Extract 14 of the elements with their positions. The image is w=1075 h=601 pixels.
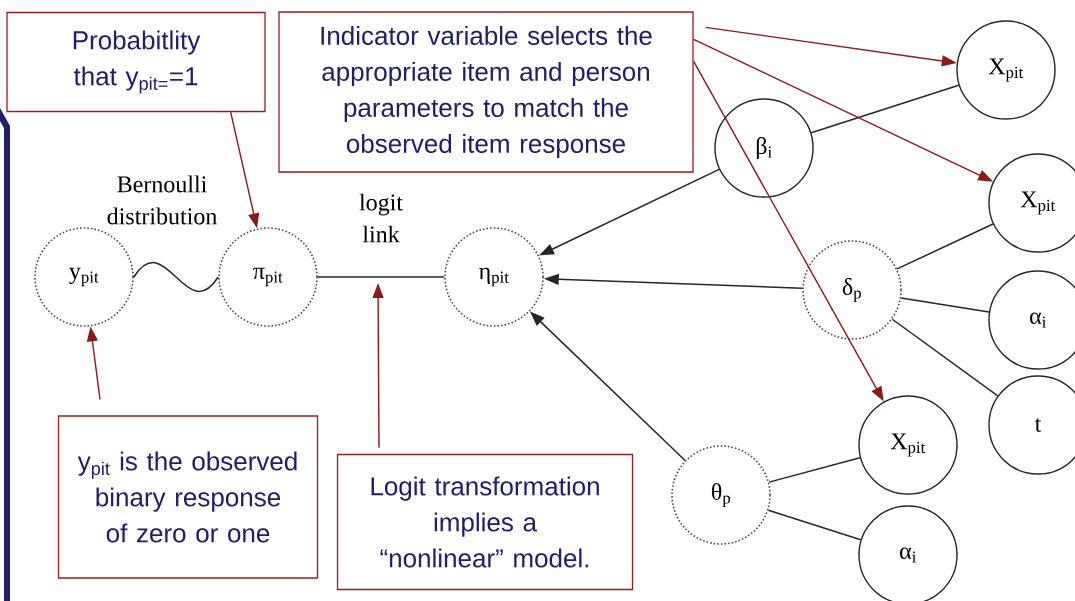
callout-box: Indicator variable selects the appropriate item and person parameters to match the observed item response	[278, 11, 694, 173]
connector-line	[810, 84, 960, 134]
connector-line	[767, 509, 862, 541]
edge-label: Bernoulli distribution	[107, 175, 217, 225]
connector-line	[891, 318, 999, 397]
callout-box: Probabitlity that y$_{pit=}$=1	[6, 11, 266, 113]
wavy-line	[133, 262, 219, 292]
callout-box: Logit transformation implies a “nonlinear” model.	[336, 453, 634, 591]
callout-box: y$_{pit}$ is the observed binary response of zero or one	[57, 415, 319, 579]
connector-line	[900, 297, 990, 313]
connector-line	[317, 276, 445, 278]
connector-line	[768, 457, 861, 483]
edge-label: logit link	[359, 193, 403, 243]
connector-line	[896, 223, 994, 270]
